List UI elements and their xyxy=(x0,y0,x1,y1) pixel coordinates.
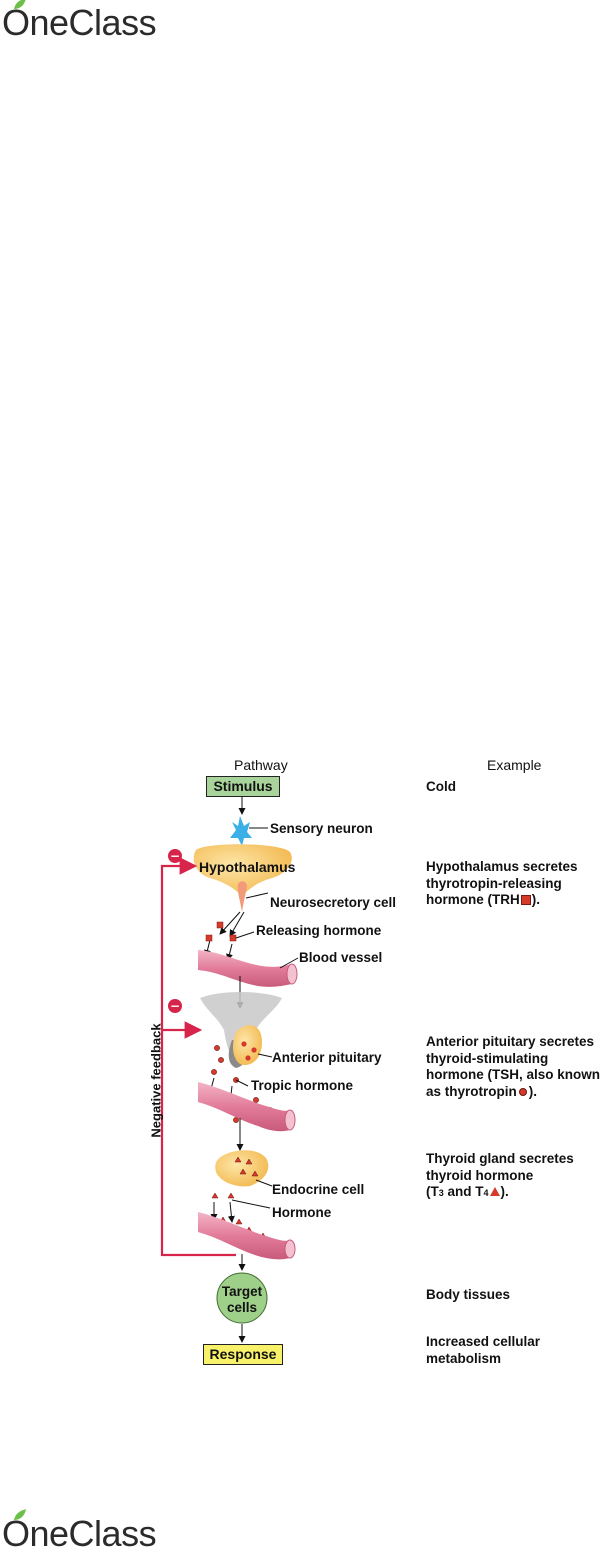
example-thyroid: Thyroid gland secretes thyroid hormone (… xyxy=(426,1151,574,1202)
stimulus-box: Stimulus xyxy=(206,776,280,797)
target-cells-label: Target cells xyxy=(218,1284,266,1316)
target-cells-line1: Target xyxy=(221,1284,263,1299)
trh-end: ). xyxy=(531,892,540,907)
leaf-icon xyxy=(14,1509,26,1520)
releasing-hormone-label: Releasing hormone xyxy=(256,923,382,938)
trh-square-icon xyxy=(520,895,531,906)
oneclass-logo-top: OneClass xyxy=(2,0,157,43)
example-body-tissues: Body tissues xyxy=(426,1287,511,1302)
thyroid-gland-shape xyxy=(215,1150,273,1187)
trh-text: hormone (TRH xyxy=(426,892,520,907)
thyroid-open-paren: ( xyxy=(426,1184,431,1199)
example-pituitary: Anterior pituitary secretes thyroid-stim… xyxy=(426,1034,600,1100)
t3-text: T xyxy=(430,1184,439,1199)
example-pituitary-line: as thyrotropin ). xyxy=(426,1084,600,1101)
t4-sub: 4 xyxy=(483,1188,489,1198)
response-box: Response xyxy=(203,1344,283,1365)
blood-vessel-1 xyxy=(198,950,299,987)
brand-name: OneClass xyxy=(2,2,157,43)
blood-vessel-2 xyxy=(198,1082,296,1132)
example-pituitary-line: Anterior pituitary secretes xyxy=(426,1034,595,1049)
thyroid-end: ). xyxy=(500,1184,509,1199)
hypothalamus-label: Hypothalamus xyxy=(199,859,296,875)
pathway-header: Pathway xyxy=(234,757,288,773)
hormone-label: Hormone xyxy=(272,1205,332,1220)
target-cells-circle xyxy=(216,1272,268,1324)
tropic-hormone-label: Tropic hormone xyxy=(251,1078,354,1093)
brand-name: OneClass xyxy=(2,1513,157,1554)
inhibit-symbol-1: − xyxy=(170,849,180,863)
inhibit-icon-1 xyxy=(168,849,182,863)
inhibit-icon-2 xyxy=(168,999,182,1013)
negative-feedback-label: Negative feedback xyxy=(148,1023,164,1138)
example-thyroid-line: Thyroid gland secretes xyxy=(426,1151,574,1166)
endocrine-cell-label: Endocrine cell xyxy=(272,1182,365,1197)
example-thyroid-line: thyroid hormone xyxy=(426,1167,534,1183)
tsh-end: ). xyxy=(528,1083,538,1099)
sensory-neuron-shape xyxy=(230,816,268,846)
oneclass-logo-bottom: OneClass xyxy=(2,1509,157,1554)
example-pituitary-line: thyroid-stimulating xyxy=(426,1050,549,1066)
t4-text: and T xyxy=(443,1184,484,1199)
anterior-pituitary-label: Anterior pituitary xyxy=(272,1050,382,1065)
example-hypothalamus-line: Hypothalamus secretes xyxy=(426,859,578,874)
t3-sub: 3 xyxy=(438,1188,444,1198)
negative-feedback-loop xyxy=(160,857,236,1257)
blood-vessel-3 xyxy=(198,1212,296,1260)
inhibit-symbol-2: − xyxy=(170,999,180,1013)
hypothalamus-shape xyxy=(193,844,292,896)
pituitary-shape xyxy=(200,992,282,1068)
example-response: Increased cellular metabolism xyxy=(426,1334,540,1367)
leaf-icon xyxy=(14,0,26,9)
sensory-neuron-label: Sensory neuron xyxy=(270,821,373,836)
example-response-line: metabolism xyxy=(426,1350,502,1366)
example-thyroid-line: ( T 3 and T 4 ). xyxy=(426,1184,574,1202)
t4-triangle-icon xyxy=(489,1187,500,1196)
example-cold: Cold xyxy=(426,779,456,794)
example-response-line: Increased cellular xyxy=(426,1334,541,1349)
target-cells-line2: cells xyxy=(226,1300,258,1315)
example-hypothalamus: Hypothalamus secretes thyrotropin-releas… xyxy=(426,859,578,909)
blood-vessel-label: Blood vessel xyxy=(299,950,383,965)
example-hypothalamus-line: hormone (TRH ). xyxy=(426,892,578,909)
tsh-circle-icon xyxy=(518,1087,527,1096)
neurosecretory-cell-shape xyxy=(204,881,269,961)
tsh-text: as thyrotropin xyxy=(426,1083,517,1099)
example-pituitary-line: hormone (TSH, also known xyxy=(426,1067,601,1082)
example-header: Example xyxy=(487,757,542,773)
neurosecretory-cell-label: Neurosecretory cell xyxy=(270,895,397,910)
example-hypothalamus-line: thyrotropin-releasing xyxy=(426,875,562,891)
